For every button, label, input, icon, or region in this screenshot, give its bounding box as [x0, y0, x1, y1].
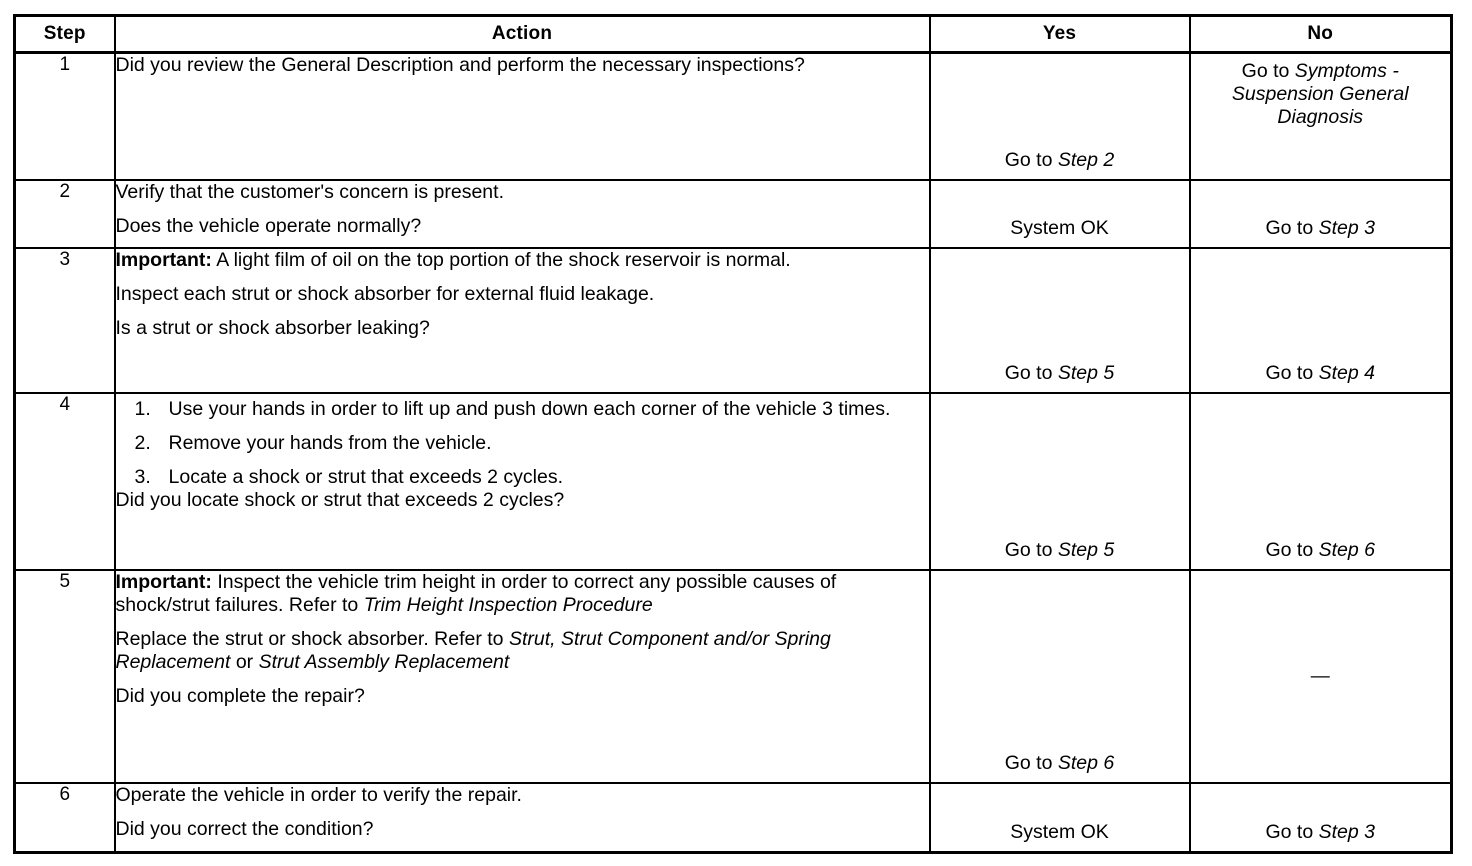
list-item-text: Use your hands in order to lift up and p…: [168, 397, 891, 420]
action-question: Is a strut or shock absorber leaking?: [115, 316, 430, 339]
list-item-text: Remove your hands from the vehicle.: [168, 431, 492, 454]
yes-cell: Go to Step 5: [928, 391, 1191, 571]
action-question: Did you locate shock or strut that excee…: [115, 488, 565, 511]
yes-cell: Go to Step 6: [928, 568, 1191, 784]
yes-cell: Go to Step 5: [928, 246, 1191, 394]
action-cell: Verify that the customer's concern is pr…: [113, 178, 931, 249]
step-number: 4: [13, 391, 116, 571]
action-line: Did you review the General Description a…: [115, 54, 805, 76]
action-line: Inspect each strut or shock absorber for…: [115, 282, 655, 305]
yes-reference[interactable]: Step 6: [1057, 751, 1115, 774]
action-replace: Replace the strut or shock absorber. Ref…: [116, 628, 929, 674]
column-header-yes: Yes: [928, 14, 1191, 54]
yes-cell: System OK: [928, 178, 1191, 249]
action-cell: Operate the vehicle in order to verify t…: [113, 781, 931, 854]
replace-conjunction: or: [230, 650, 259, 673]
no-reference[interactable]: Step 4: [1318, 361, 1375, 384]
table-row: 1 Did you review the General Description…: [13, 51, 1453, 181]
step-number: 1: [13, 51, 116, 181]
table-row: 5 Important: Inspect the vehicle trim he…: [13, 568, 1453, 784]
no-empty-dash: —: [1310, 665, 1330, 687]
replace-text: Replace the strut or shock absorber. Ref…: [115, 627, 509, 650]
table-row: 3 Important: A light film of oil on the …: [13, 246, 1453, 394]
action-ordered-list: 1. Use your hands in order to lift up and…: [116, 398, 929, 489]
yes-reference[interactable]: Step 5: [1057, 361, 1115, 384]
step-number: 3: [13, 246, 116, 394]
no-reference[interactable]: Step 3: [1318, 216, 1375, 239]
action-question: Does the vehicle operate normally?: [115, 214, 422, 237]
action-important: Important: A light film of oil on the to…: [116, 249, 929, 272]
table-header-row: Step Action Yes No: [13, 14, 1453, 54]
list-item-number: 1.: [134, 397, 151, 420]
no-text: Go to: [1265, 821, 1319, 843]
diagnostic-table-sheet: Step Action Yes No 1 Did you review the …: [13, 14, 1453, 854]
list-item: 3. Locate a shock or strut that exceeds 2…: [116, 466, 929, 489]
important-reference[interactable]: Trim Height Inspection Procedure: [363, 593, 653, 616]
no-text: Go to: [1265, 216, 1319, 239]
step-number: 5: [13, 568, 116, 784]
action-question: Did you complete the repair?: [115, 684, 365, 707]
yes-text: Go to: [1004, 361, 1058, 384]
no-cell: Go to Step 4: [1188, 246, 1453, 394]
action-cell: Did you review the General Description a…: [113, 51, 931, 181]
list-item: 1. Use your hands in order to lift up and…: [116, 398, 929, 421]
column-header-no: No: [1188, 14, 1453, 54]
action-important: Important: Inspect the vehicle trim heig…: [116, 571, 929, 617]
yes-text: Go to: [1004, 148, 1058, 171]
no-cell: Go to Symptoms - Suspension General Diag…: [1188, 51, 1453, 181]
step-number: 2: [13, 178, 116, 249]
no-cell: Go to Step 3: [1188, 178, 1453, 249]
yes-text: Go to: [1004, 751, 1058, 774]
list-item-number: 3.: [134, 465, 151, 488]
yes-text: Go to: [1004, 538, 1058, 561]
important-text: A light film of oil on the top portion o…: [211, 248, 791, 271]
column-header-step: Step: [13, 14, 116, 54]
no-cell: —: [1188, 568, 1453, 784]
action-cell: Important: Inspect the vehicle trim heig…: [113, 568, 931, 784]
no-reference[interactable]: Step 3: [1318, 821, 1375, 843]
column-header-action: Action: [113, 14, 931, 54]
step-number: 6: [13, 781, 116, 854]
list-item-text: Locate a shock or strut that exceeds 2 c…: [168, 465, 564, 488]
list-item: 2. Remove your hands from the vehicle.: [116, 432, 929, 455]
no-cell: Go to Step 6: [1188, 391, 1453, 571]
action-cell: 1. Use your hands in order to lift up and…: [113, 391, 931, 571]
no-reference[interactable]: Step 6: [1318, 538, 1375, 561]
action-question: Did you correct the condition?: [115, 817, 374, 840]
yes-reference[interactable]: Step 2: [1057, 148, 1115, 171]
diagnostic-step-table: Step Action Yes No 1 Did you review the …: [13, 14, 1453, 854]
important-text: Inspect the vehicle trim height in order…: [115, 570, 837, 616]
list-item-number: 2.: [134, 431, 151, 454]
no-cell: Go to Step 3: [1188, 781, 1453, 854]
yes-text: System OK: [1010, 216, 1109, 239]
no-text: Go to: [1241, 60, 1295, 82]
replace-reference-a[interactable]: Strut, Strut Component and/or Spring Rep…: [115, 627, 831, 673]
action-cell: Important: A light film of oil on the to…: [113, 246, 931, 394]
no-reference[interactable]: Symptoms - Suspension General Diagnosis: [1231, 60, 1409, 128]
yes-reference[interactable]: Step 5: [1057, 538, 1115, 561]
table-row: 2 Verify that the customer's concern is …: [13, 178, 1453, 249]
no-text: Go to: [1265, 361, 1319, 384]
important-label: Important:: [115, 248, 212, 271]
action-line: Verify that the customer's concern is pr…: [115, 180, 505, 203]
yes-cell: System OK: [928, 781, 1191, 854]
no-text: Go to: [1265, 538, 1319, 561]
yes-text: System OK: [1010, 821, 1109, 843]
replace-reference-b[interactable]: Strut Assembly Replacement: [258, 650, 510, 673]
yes-cell: Go to Step 2: [928, 51, 1191, 181]
action-line: Operate the vehicle in order to verify t…: [115, 783, 522, 806]
important-label: Important:: [115, 570, 212, 593]
table-row: 6 Operate the vehicle in order to verify…: [13, 781, 1453, 854]
table-row: 4 1. Use your hands in order to lift up a…: [13, 391, 1453, 571]
